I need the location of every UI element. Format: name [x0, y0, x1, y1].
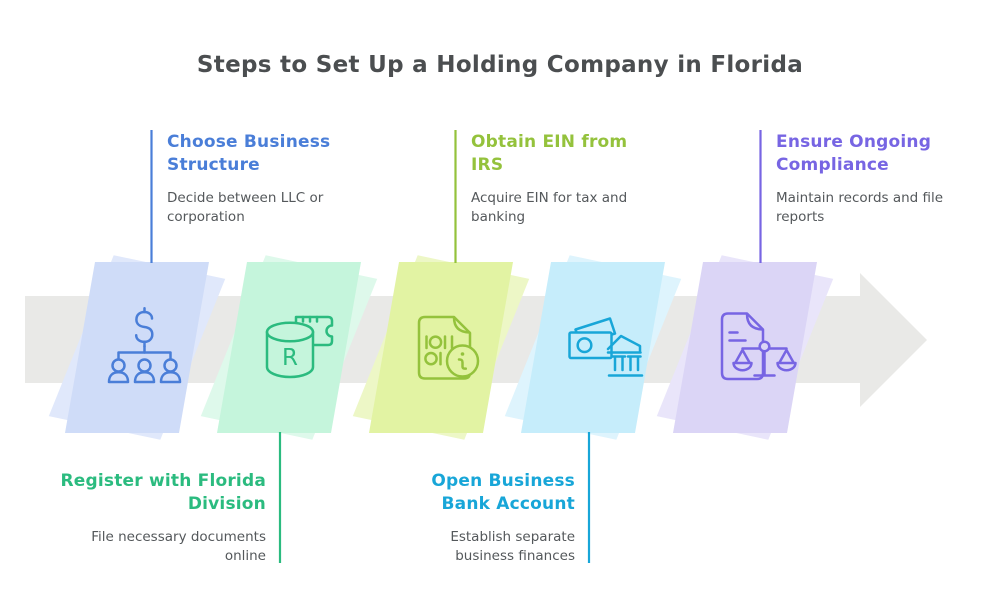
step-1-description: Decide between LLC or corporation: [167, 190, 324, 225]
step-1-text: Choose Business Structure Decide between…: [167, 131, 353, 227]
dollar-org-chart-icon: [107, 306, 182, 384]
registry-database-ticket-icon: R: [265, 315, 334, 379]
document-scales-icon: [720, 312, 797, 381]
step-3-text: Obtain EIN from IRS Acquire EIN for tax …: [471, 131, 657, 227]
step-5-text: Ensure Ongoing Compliance Maintain recor…: [776, 131, 972, 227]
step-2-description: File necessary documents online: [91, 529, 266, 564]
step-4-description: Establish separate business finances: [450, 529, 575, 564]
step-3-heading: Obtain EIN from IRS: [471, 132, 628, 175]
icon-letter: R: [282, 345, 298, 371]
step-panel-2: R: [200, 255, 378, 440]
step-2-text: Register with Florida Division File nece…: [54, 470, 266, 566]
binary-document-info-icon: [417, 315, 480, 380]
step-1-heading: Choose Business Structure: [167, 132, 331, 175]
step-5-heading: Ensure Ongoing Compliance: [776, 132, 932, 175]
step-panel-5: [656, 255, 834, 440]
panel: [65, 262, 209, 433]
panel: [369, 262, 513, 433]
step-3-description: Acquire EIN for tax and banking: [471, 190, 628, 225]
step-4-heading: Open Business Bank Account: [431, 471, 575, 514]
step-panel-4: [504, 255, 682, 440]
step-5-description: Maintain records and file reports: [776, 190, 944, 225]
step-4-text: Open Business Bank Account Establish sep…: [390, 470, 575, 566]
page-title: Steps to Set Up a Holding Company in Flo…: [196, 52, 804, 78]
cash-bank-icon: [568, 317, 644, 377]
step-panel-1: [48, 255, 226, 440]
step-panel-3: [352, 255, 530, 440]
step-2-heading: Register with Florida Division: [60, 471, 266, 514]
